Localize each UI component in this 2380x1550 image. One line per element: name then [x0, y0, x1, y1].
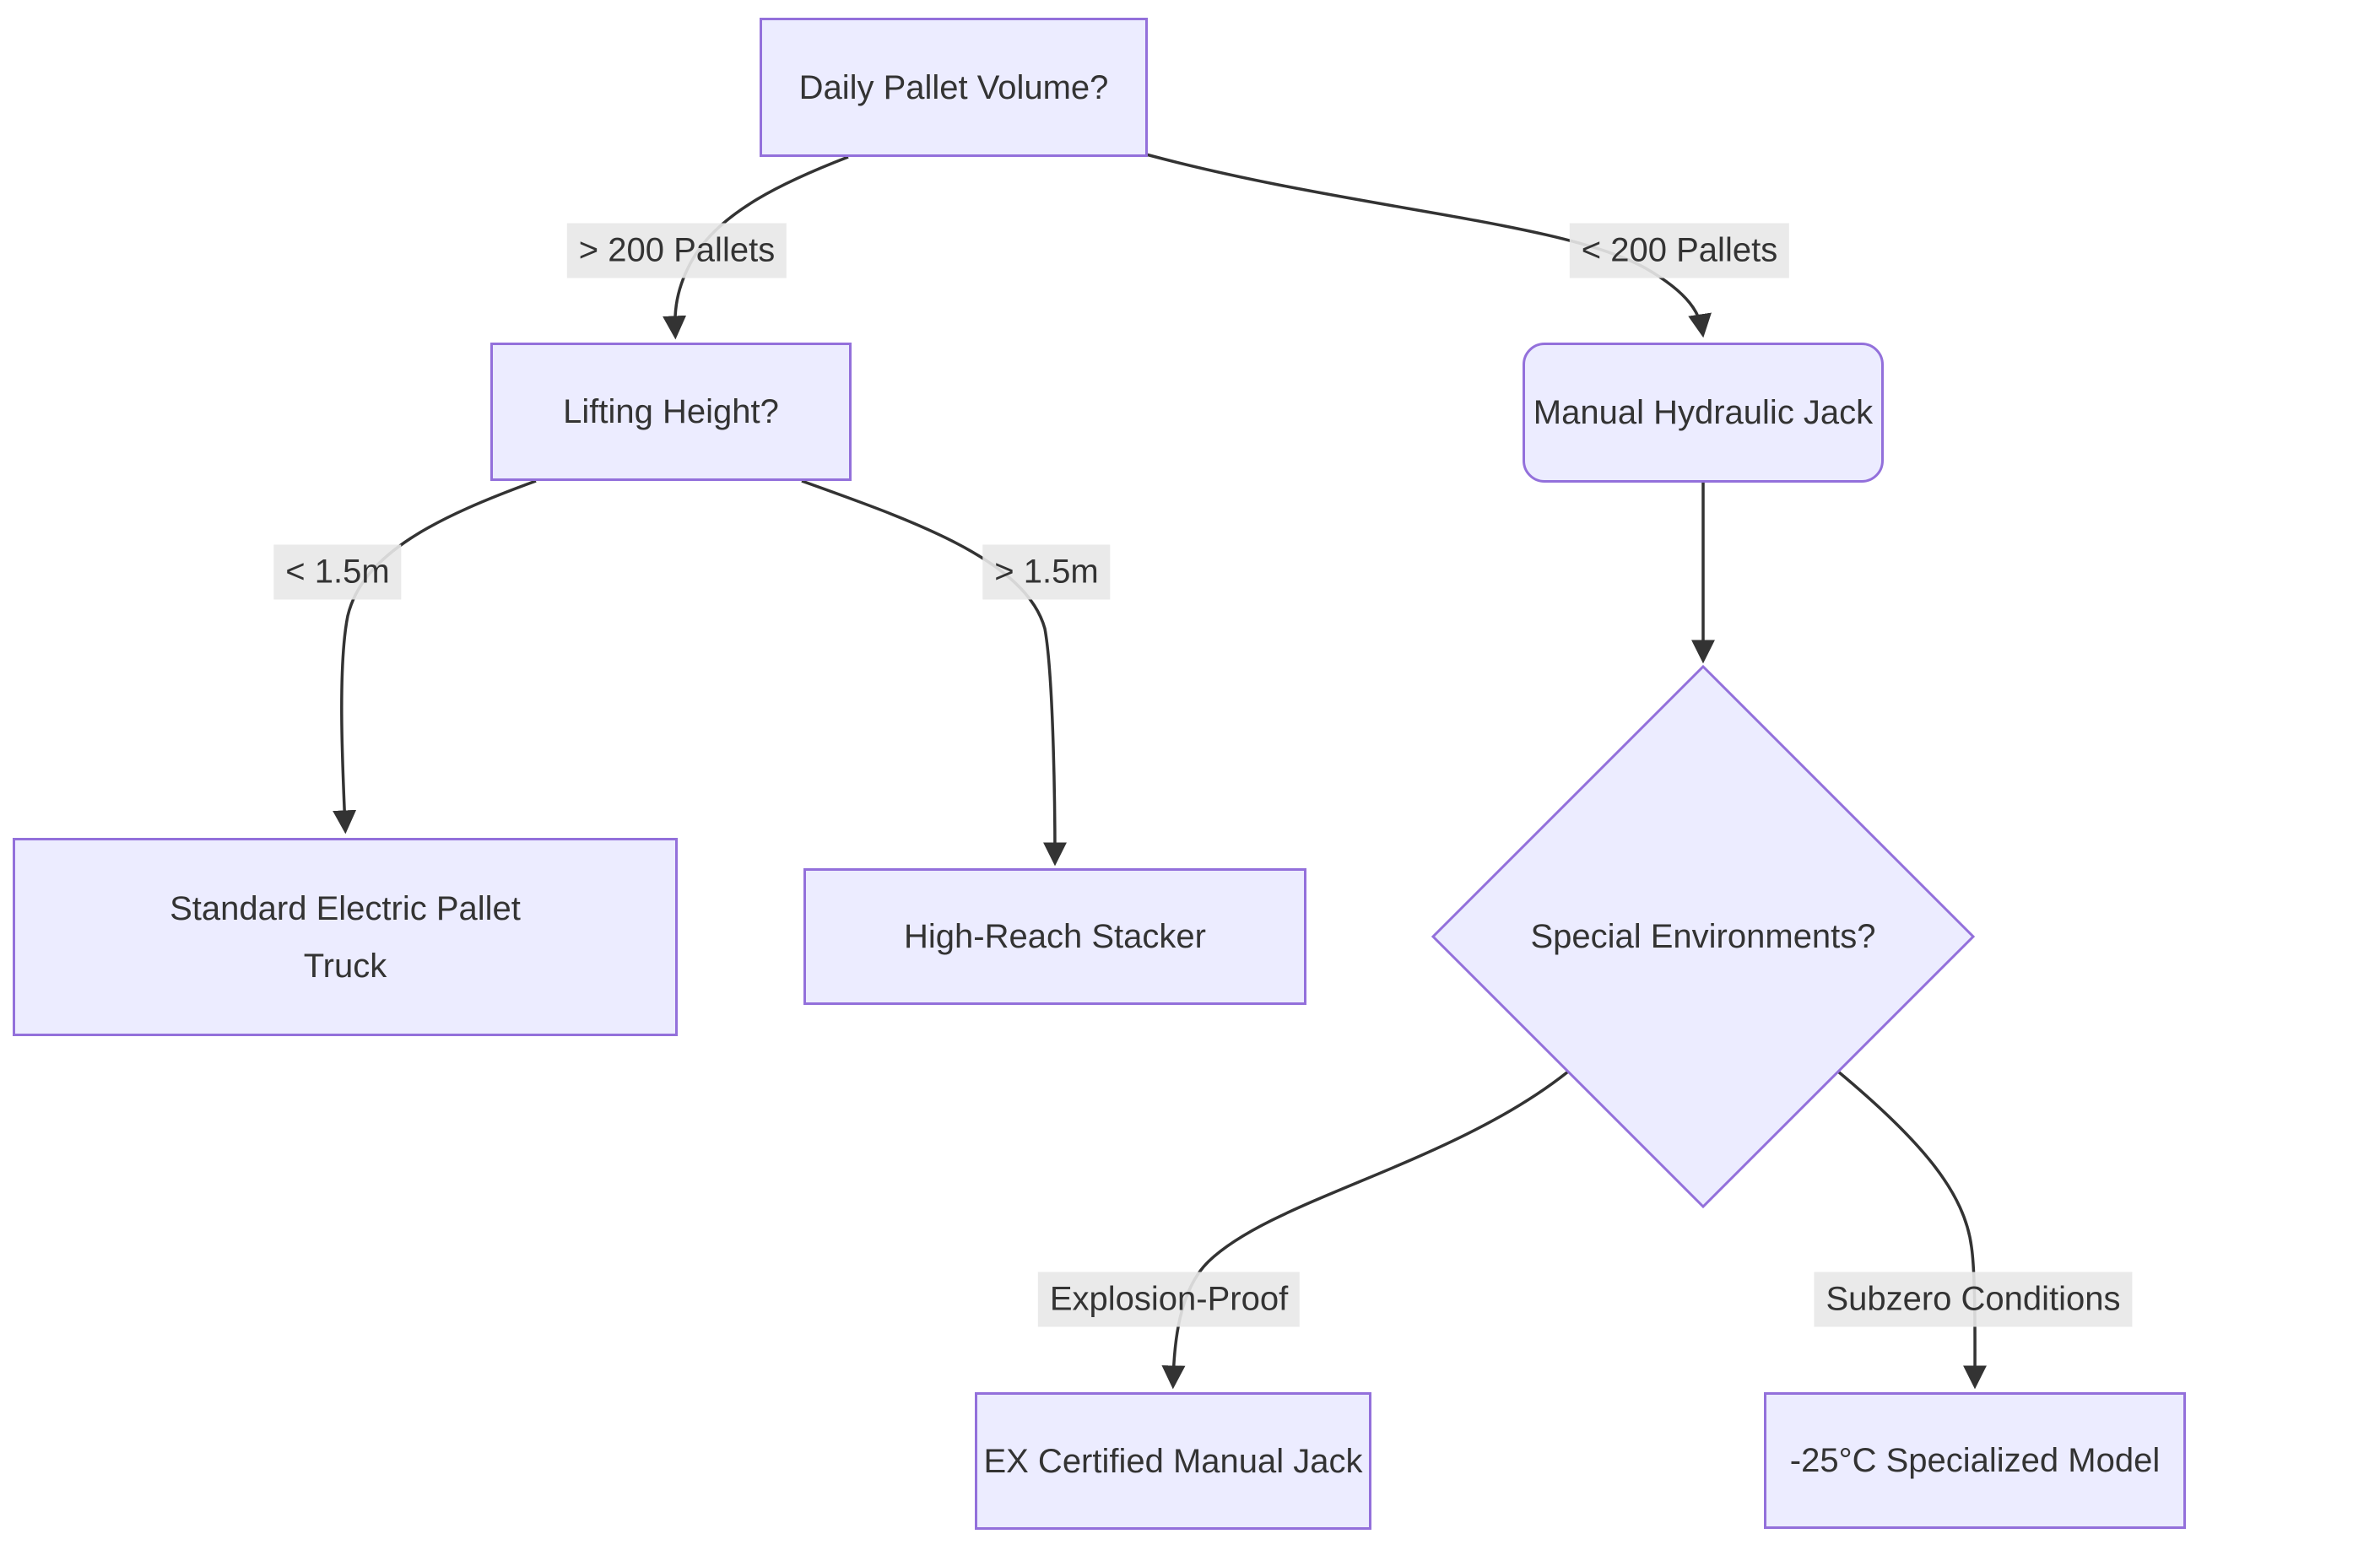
- node-subzero-specialized-model: -25°C Specialized Model: [1764, 1392, 2186, 1529]
- edge-lifting-to-standard: [333, 479, 537, 834]
- node-manual-hydraulic-jack: Manual Hydraulic Jack: [1523, 343, 1884, 483]
- decision-diamond-shape: [1431, 664, 1976, 1209]
- node-special-environments: Special Environments?: [1530, 917, 1876, 955]
- node-ex-certified-manual-jack: EX Certified Manual Jack: [975, 1392, 1371, 1530]
- node-standard-electric-pallet-truck: Standard Electric Pallet Truck: [13, 838, 678, 1036]
- edge-special-env-to-subzero: [1836, 1070, 1988, 1390]
- edge-label-lt-200-pallets: < 200 Pallets: [1569, 223, 1790, 278]
- edge-label-gt-200-pallets: > 200 Pallets: [566, 223, 787, 278]
- edge-lifting-to-highreach: [801, 479, 1067, 867]
- edge-volume-to-manual-jack: [1145, 153, 1712, 338]
- edge-special-env-to-ex-certified: [1161, 1070, 1570, 1390]
- node-daily-pallet-volume: Daily Pallet Volume?: [760, 18, 1148, 157]
- edge-label-explosion-proof: Explosion-Proof: [1037, 1272, 1301, 1327]
- edge-label-lt-1-5m: < 1.5m: [273, 544, 402, 600]
- edge-label-gt-1-5m: > 1.5m: [982, 544, 1111, 600]
- edge-label-subzero-conditions: Subzero Conditions: [1814, 1272, 2133, 1327]
- node-high-reach-stacker: High-Reach Stacker: [803, 868, 1306, 1005]
- node-lifting-height: Lifting Height?: [490, 343, 852, 481]
